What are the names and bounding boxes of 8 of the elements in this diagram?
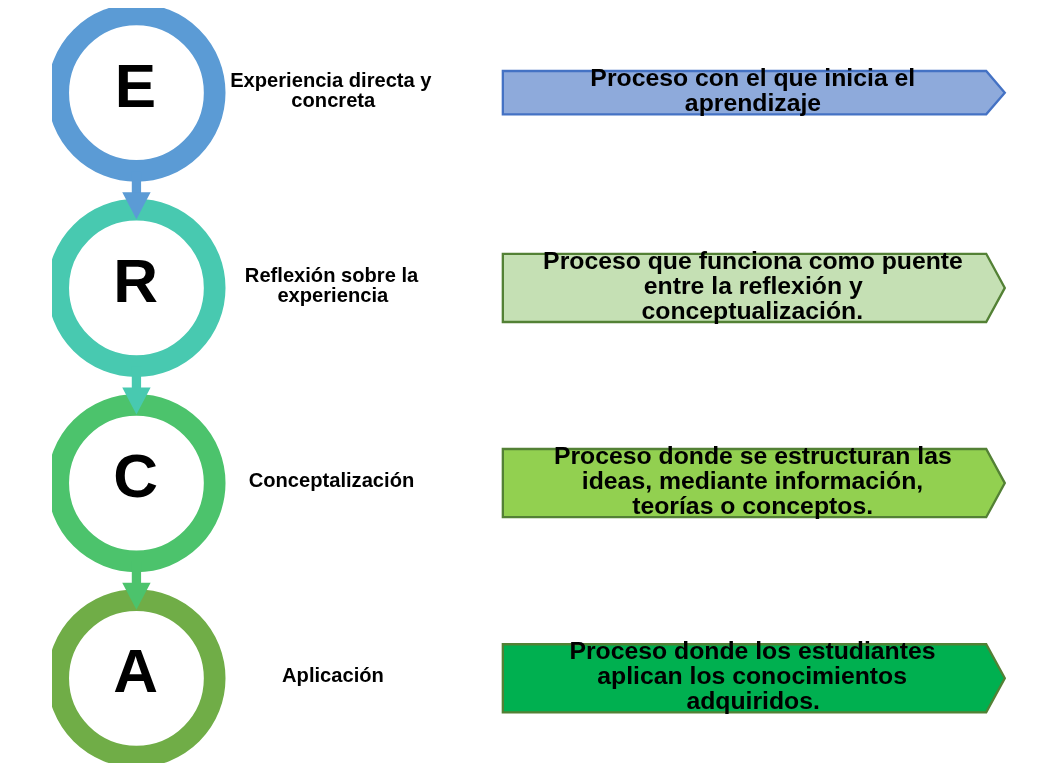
node-circle: E bbox=[51, 8, 225, 182]
node-label: Experiencia directa y concreta bbox=[229, 69, 432, 112]
node-circle: A bbox=[51, 589, 225, 763]
node-circle: R bbox=[51, 198, 225, 377]
node-label: Aplicación bbox=[281, 664, 384, 687]
node-circle: C bbox=[51, 394, 225, 573]
node-label: Conceptalización bbox=[248, 468, 414, 491]
node-label: Reflexión sobre la experiencia bbox=[244, 264, 418, 307]
